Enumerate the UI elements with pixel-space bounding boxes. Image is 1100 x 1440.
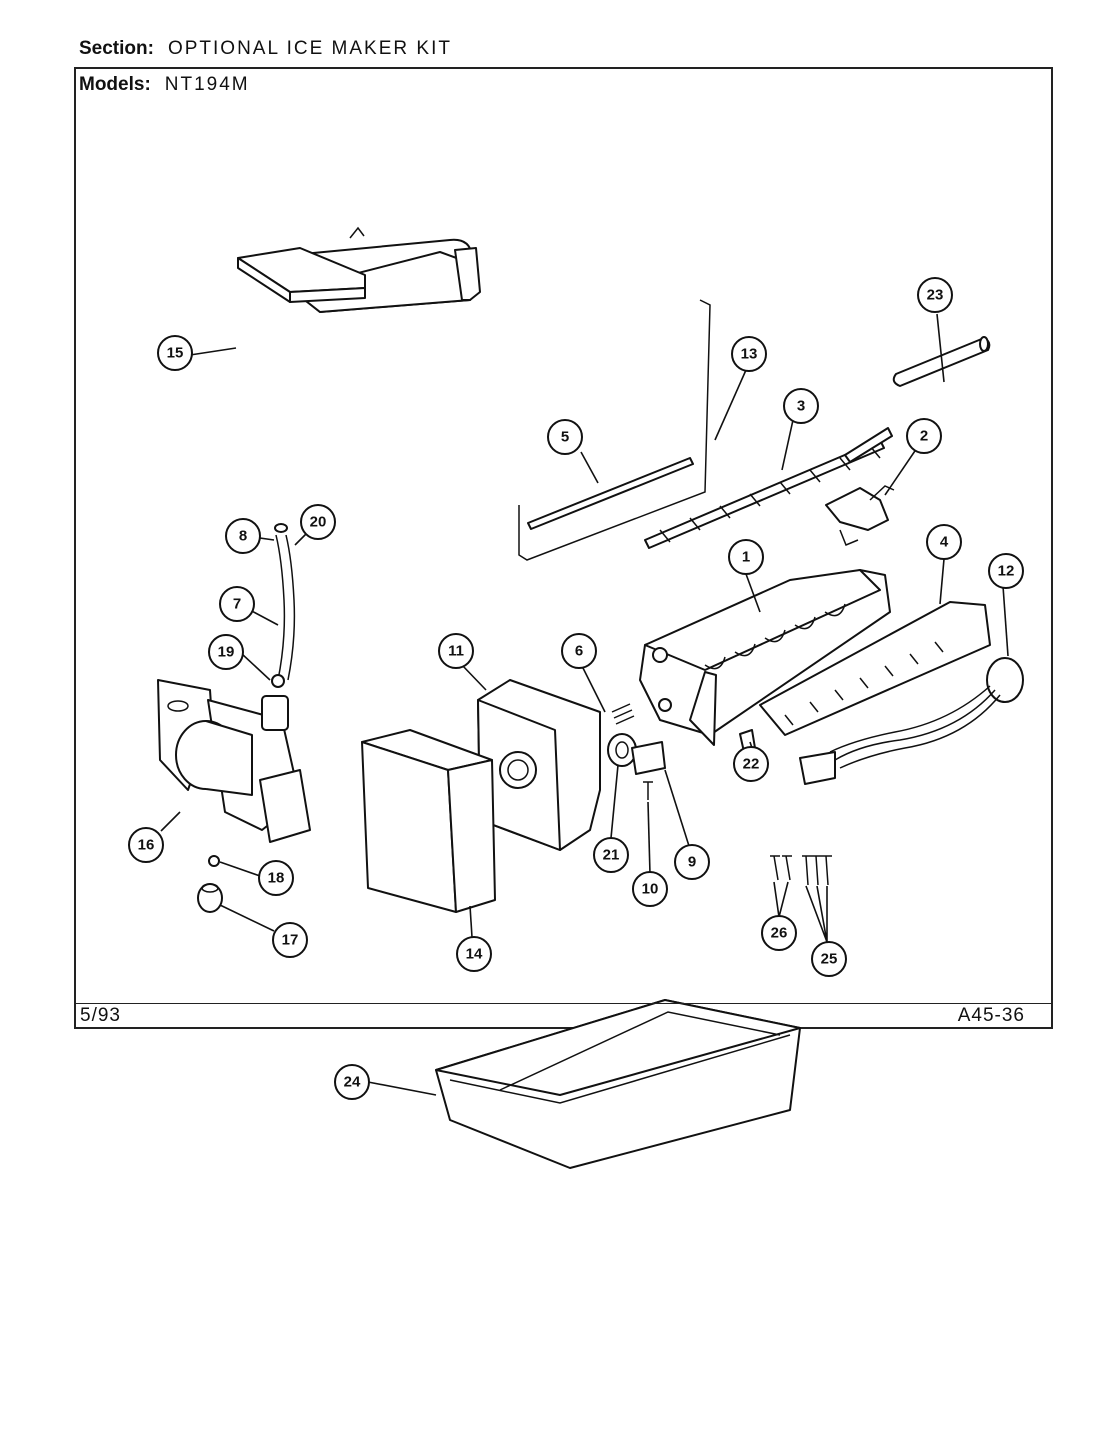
callout-18-label: 18 [268, 870, 285, 887]
callout-24-label: 24 [344, 1074, 361, 1091]
callout-4-label: 4 [940, 534, 949, 551]
part-16-water-valve [157, 679, 311, 843]
callout-13: 13 [731, 336, 767, 372]
callout-14-label: 14 [466, 946, 483, 963]
part-15-chute [237, 226, 481, 313]
part-10-screw [643, 781, 653, 800]
part-18-washer [208, 855, 220, 867]
callout-11: 11 [438, 633, 474, 669]
callout-25-label: 25 [821, 951, 838, 968]
callout-12: 12 [988, 553, 1024, 589]
footer-date: 5/93 [80, 1005, 121, 1026]
callout-26: 26 [761, 915, 797, 951]
callout-17-label: 17 [282, 932, 299, 949]
callout-7: 7 [219, 586, 255, 622]
part-5-rod [527, 457, 694, 530]
callout-8-label: 8 [239, 528, 247, 545]
part-12-wire-harness [799, 657, 1024, 785]
callout-2: 2 [906, 418, 942, 454]
models-label: Models: [79, 74, 151, 95]
part-2-bracket [825, 485, 895, 546]
callout-21-label: 21 [603, 847, 620, 864]
callout-22: 22 [733, 746, 769, 782]
callout-21: 21 [593, 837, 629, 873]
footer-rule [76, 1003, 1051, 1004]
callout-3-label: 3 [797, 398, 805, 415]
callout-9: 9 [674, 844, 710, 880]
callout-2-label: 2 [920, 428, 928, 445]
part-1-mold [639, 569, 891, 746]
callout-14: 14 [456, 936, 492, 972]
callout-26-label: 26 [771, 925, 788, 942]
leader-lines [160, 313, 1009, 1096]
callout-25: 25 [811, 941, 847, 977]
callout-10-label: 10 [642, 881, 659, 898]
part-26-screws [770, 855, 792, 881]
part-14-cover [361, 729, 496, 913]
callout-10: 10 [632, 871, 668, 907]
callout-15: 15 [157, 335, 193, 371]
callout-19: 19 [208, 634, 244, 670]
callout-8: 8 [225, 518, 261, 554]
callout-5: 5 [547, 419, 583, 455]
part-17-fitting [197, 883, 223, 913]
part-3-ejector [644, 427, 893, 549]
callout-13-label: 13 [741, 346, 758, 363]
callout-22-label: 22 [743, 756, 760, 773]
callout-16: 16 [128, 827, 164, 863]
callout-20: 20 [300, 504, 336, 540]
callout-11-label: 11 [448, 643, 464, 660]
callout-23-label: 23 [927, 287, 944, 304]
callout-9-label: 9 [688, 854, 696, 871]
callout-24: 24 [334, 1064, 370, 1100]
part-9-clip [631, 741, 666, 775]
callout-17: 17 [272, 922, 308, 958]
callout-7-label: 7 [233, 596, 241, 613]
part-6-spring [611, 703, 635, 725]
part-4-housing [759, 601, 991, 736]
callout-6-label: 6 [575, 643, 583, 660]
callout-23: 23 [917, 277, 953, 313]
section-title: OPTIONAL ICE MAKER KIT [167, 38, 452, 59]
callout-18: 18 [258, 860, 294, 896]
section-label: Section: [79, 38, 154, 59]
part-25-screws [802, 855, 832, 886]
callout-5-label: 5 [561, 429, 569, 446]
callout-15-label: 15 [167, 345, 184, 362]
callout-12-label: 12 [998, 563, 1015, 580]
callout-6: 6 [561, 633, 597, 669]
models-line: Models: NT194M [79, 74, 250, 96]
callout-1: 1 [728, 539, 764, 575]
callout-19-label: 19 [218, 644, 235, 661]
part-13-shutoff-arm [518, 299, 711, 561]
part-7-fill-tube [271, 523, 296, 688]
callout-3: 3 [783, 388, 819, 424]
callout-4: 4 [926, 524, 962, 560]
callout-1-label: 1 [742, 549, 750, 566]
callout-16-label: 16 [138, 837, 155, 854]
callout-20-label: 20 [310, 514, 327, 531]
part-11-control [477, 679, 601, 851]
footer-code: A45-36 [957, 1005, 1025, 1026]
models-value: NT194M [164, 74, 250, 95]
diagram-frame [74, 67, 1053, 1029]
section-line: Section: OPTIONAL ICE MAKER KIT [79, 38, 452, 60]
part-24-ice-bin [435, 999, 801, 1169]
